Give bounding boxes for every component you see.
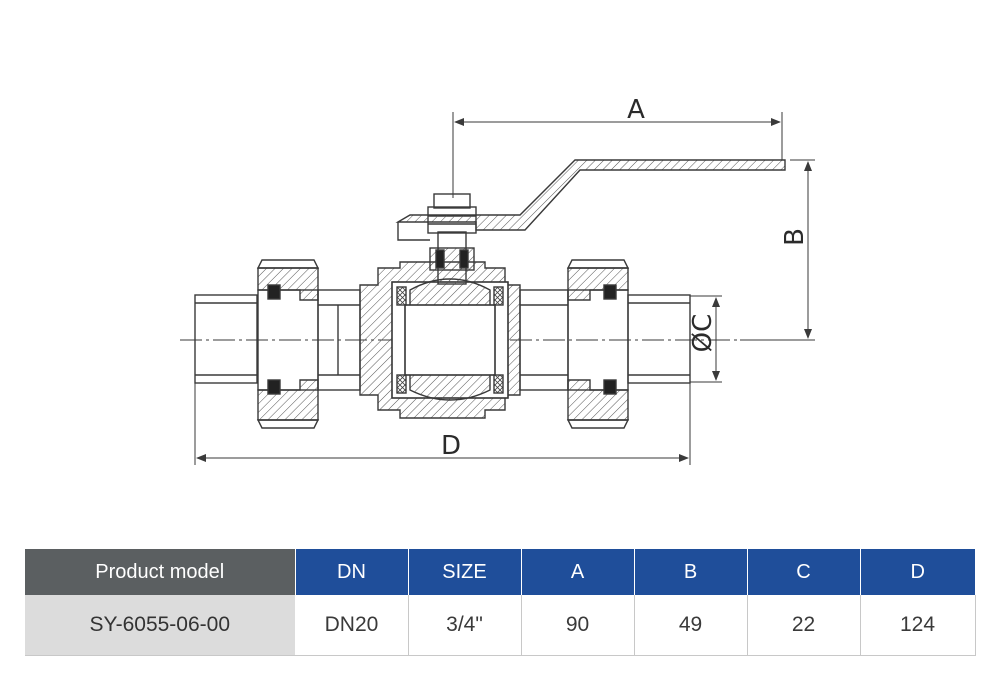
cell-size: 3/4"	[408, 595, 522, 656]
header-dn: DN	[295, 549, 409, 595]
header-d: D	[860, 549, 975, 595]
header-product-model: Product model	[25, 549, 296, 595]
header-a: A	[521, 549, 635, 595]
cell-c: 22	[747, 595, 861, 656]
dimension-b-label: B	[780, 228, 810, 246]
cell-product-model: SY-6055-06-00	[25, 595, 296, 656]
dimension-a-label: A	[627, 95, 645, 125]
dimension-b	[740, 159, 815, 341]
header-b: B	[634, 549, 748, 595]
right-union-nut	[566, 259, 630, 429]
dimension-c	[690, 295, 722, 383]
right-pipe-end	[627, 294, 691, 384]
table-header-row: Product model DN SIZE A B C D	[25, 549, 975, 595]
dimension-c-label: ØC	[688, 314, 718, 353]
left-union-nut	[256, 259, 320, 429]
dimension-d-label: D	[441, 431, 461, 461]
table-row: SY-6055-06-00 DN20 3/4" 90 49 22 124	[25, 595, 976, 656]
valve-technical-drawing: A B ØC D	[180, 95, 815, 465]
valve-body	[359, 261, 521, 419]
handle-lever	[395, 159, 786, 241]
spec-table: Product model DN SIZE A B C D SY-6055-06…	[25, 549, 976, 656]
valve-stem	[427, 193, 477, 285]
cell-b: 49	[634, 595, 748, 656]
left-pipe-end	[194, 294, 258, 384]
cell-d: 124	[860, 595, 976, 656]
dimension-d	[194, 383, 691, 465]
cell-a: 90	[521, 595, 635, 656]
header-size: SIZE	[408, 549, 522, 595]
dimension-a	[452, 112, 783, 198]
header-c: C	[747, 549, 861, 595]
cell-dn: DN20	[295, 595, 409, 656]
